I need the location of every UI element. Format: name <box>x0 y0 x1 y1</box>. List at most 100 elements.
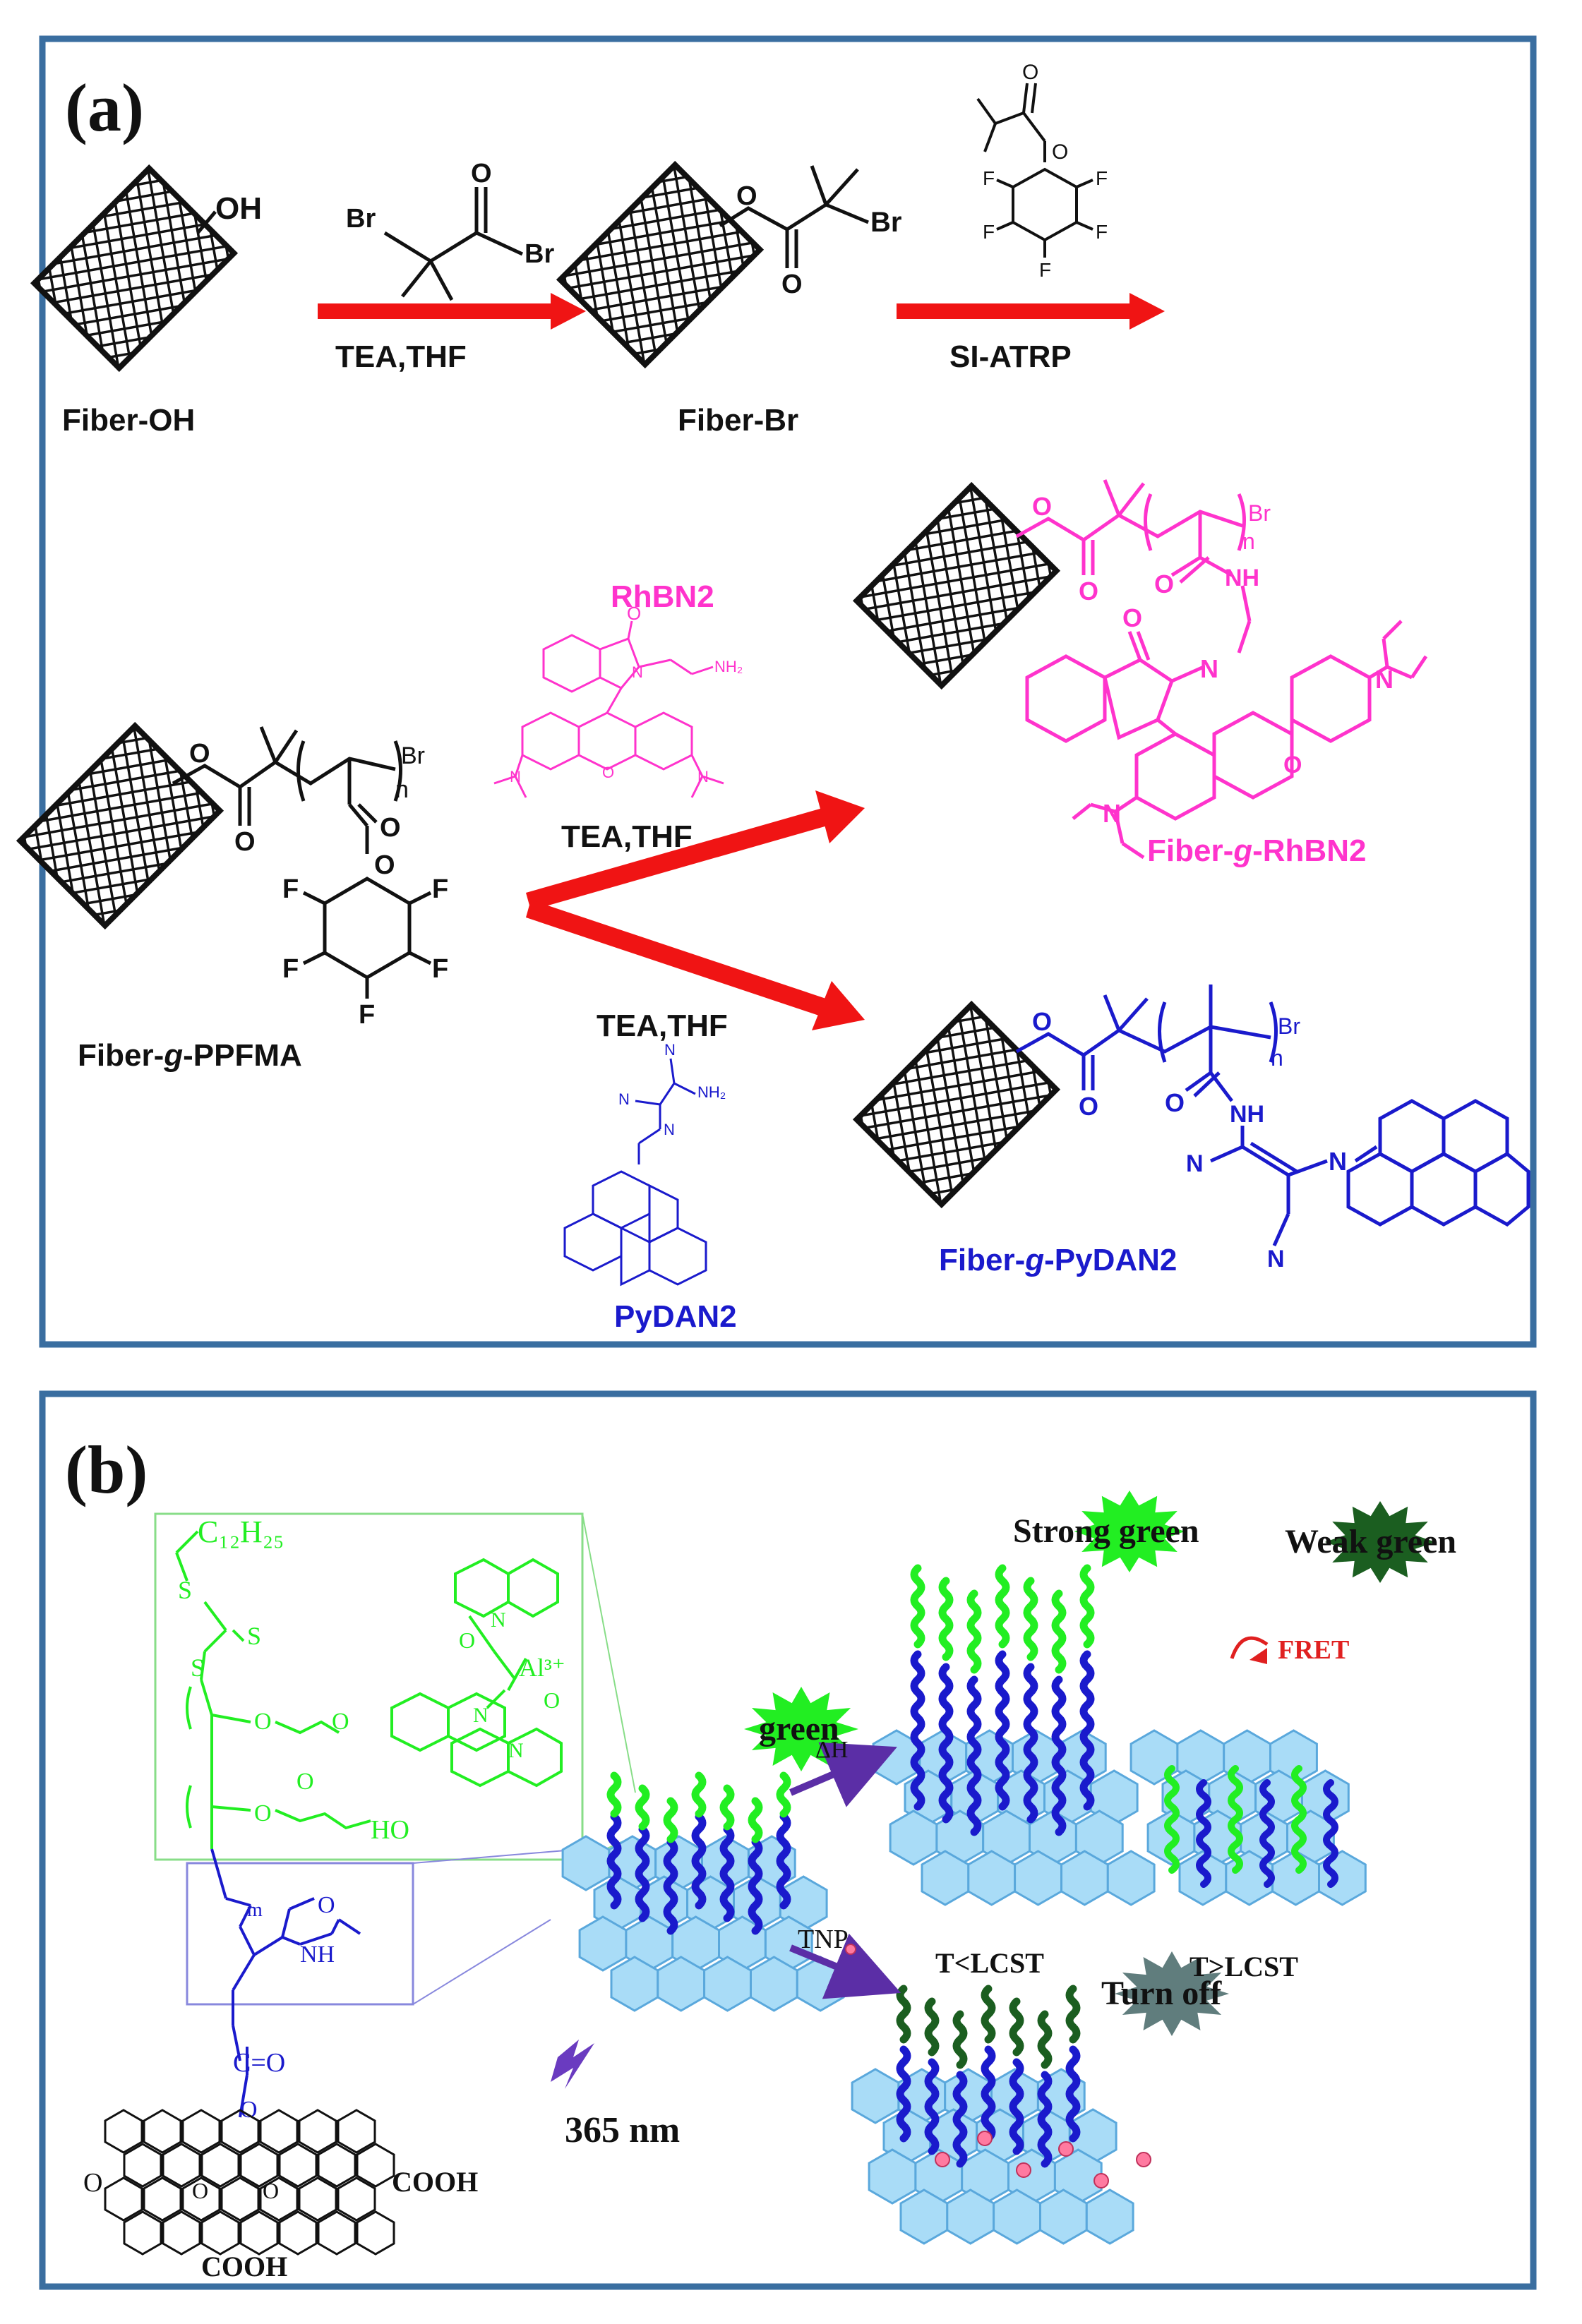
aromatic-ring <box>356 2143 395 2188</box>
fiber-oh-structure: OH Fiber-OH <box>30 164 262 438</box>
reaction-arrow-to-rhbn2 <box>526 790 865 910</box>
quinoline-n-1: N <box>491 1608 506 1632</box>
panel-a-frame <box>39 35 1537 1348</box>
aromatic-ring <box>143 2177 182 2222</box>
fiber-g-pydan2-structure: O O Br n O NH N N N Fiber-g-PyDAN2 <box>852 985 1530 1277</box>
monomer-ester-o: O <box>1052 140 1068 164</box>
polymer-chain-green <box>1051 1589 1067 1674</box>
strong-green-star-icon <box>1074 1491 1185 1572</box>
aromatic-ring <box>356 2210 395 2256</box>
fiber-mesh-icon <box>30 164 239 373</box>
quinoline-o-1: O <box>459 1627 475 1653</box>
polymer-chain-green <box>981 1985 996 2044</box>
tnp-label: TNP <box>798 1925 849 1954</box>
fiber-g-pydan2-name: Fiber-g-PyDAN2 <box>939 1243 1177 1277</box>
aromatic-ring <box>337 2177 376 2222</box>
panel-a-label: (a) <box>65 70 144 145</box>
monomer-f-2: F <box>983 167 995 189</box>
step1-conditions: TEA,THF <box>335 339 467 374</box>
polymer-chain-blue <box>635 1825 650 1922</box>
rhbn2-n-left: N <box>510 768 521 785</box>
polymer-chain-green <box>938 1577 954 1661</box>
hexagon-cell <box>1074 1810 1124 1866</box>
collapsed-chain <box>1228 1765 1243 1874</box>
polymer-chain-blue <box>1065 2045 1081 2143</box>
aromatic-ring <box>200 2143 240 2188</box>
ester-link-label: C=O <box>233 2048 285 2078</box>
aromatic-ring <box>298 2109 337 2154</box>
polymer-chain-green <box>663 1797 678 1843</box>
blue-polymer-box <box>186 1862 414 2006</box>
collapsed-chain <box>1164 1765 1180 1874</box>
quinoline-n-2: N <box>473 1704 489 1727</box>
go-epoxide-o-1: O <box>192 2178 208 2203</box>
ester-o-2: O <box>332 1709 349 1735</box>
central-hex-sheet <box>561 1835 845 2012</box>
aromatic-ring <box>104 2177 143 2222</box>
fiber-oh-name: Fiber-OH <box>62 403 195 438</box>
polymer-chain-green <box>635 1784 650 1831</box>
weak-green-star-icon <box>1324 1501 1436 1583</box>
polymer-chain-blue <box>896 2045 911 2143</box>
polymer-chain-blue <box>1009 2058 1024 2155</box>
quinoline-o-2: O <box>544 1687 560 1713</box>
pfpma-monomer-structure <box>976 83 1093 258</box>
ppfma-br: Br <box>401 742 425 769</box>
pydan2-nh2: NH₂ <box>697 1083 726 1101</box>
collapsed-chain <box>1259 1779 1275 1888</box>
pydan2-prod-n-cn1: N <box>1186 1150 1204 1177</box>
aromatic-ring <box>278 2143 318 2188</box>
bromide-reagent-structure <box>383 187 524 301</box>
tnp-arrow <box>789 1933 901 1999</box>
ppfma-carbonyl-o2: O <box>380 813 401 843</box>
ester-o-4: O <box>296 1769 314 1795</box>
rhbn2-prod-ester-o: O <box>1032 492 1052 521</box>
polymer-chain-blue <box>1023 1663 1038 1824</box>
rhbn2-prod-n: N <box>1200 654 1218 683</box>
aromatic-ring <box>143 2109 182 2154</box>
collapsed-chain <box>1196 1779 1211 1888</box>
ppfma-n: n <box>395 776 409 803</box>
quinoline-n-3: N <box>508 1739 524 1762</box>
aromatic-ring <box>239 2210 279 2256</box>
strong-green-label: Strong green <box>1013 1512 1199 1550</box>
aromatic-ring <box>104 2109 143 2154</box>
turn-off-label: Turn off <box>1101 1975 1222 2012</box>
green-star-icon <box>744 1687 858 1771</box>
polymer-chain-blue <box>995 1650 1010 1811</box>
thio-s-2: S <box>247 1622 261 1650</box>
ppfma-f-5: F <box>359 1000 375 1030</box>
polymer-chain-blue <box>952 2071 968 2168</box>
pydan2-prod-amide-o: O <box>1165 1088 1185 1117</box>
hydroxyl-label: HO <box>371 1815 409 1845</box>
tnp-molecule-icon <box>1016 2162 1031 2178</box>
aromatic-ring <box>337 2109 376 2154</box>
green-emission-label: green <box>759 1710 839 1747</box>
hexagon-sheets-layer <box>561 1729 1367 2245</box>
ppfma-f-2: F <box>282 874 299 904</box>
aromatic-ring <box>162 2210 201 2256</box>
polymer-chain-green <box>966 1589 982 1674</box>
aromatic-ring <box>181 2109 221 2154</box>
pydan2-prod-n-sub: n <box>1271 1045 1283 1071</box>
pnipam-nh: NH <box>300 1941 335 1968</box>
fret-arrowhead <box>1250 1648 1267 1664</box>
ester-o-1: O <box>254 1709 272 1735</box>
monomer-f-4: F <box>983 221 995 243</box>
polymer-chain-blue <box>924 2058 940 2155</box>
uv-wavelength-label: 365 nm <box>565 2110 680 2150</box>
pydan2-prod-ester-o: O <box>1032 1007 1052 1036</box>
rhbn2-prod-nh: NH <box>1225 565 1259 591</box>
pydan2-imine-n: N <box>664 1121 675 1138</box>
pydan2-conditions: TEA,THF <box>597 1009 728 1043</box>
fiber-br-oxygen: O <box>736 181 757 211</box>
polymer-chain-green <box>691 1771 707 1818</box>
thio-s-3: S <box>191 1654 205 1682</box>
hexagon-cell <box>1085 2188 1134 2245</box>
green-polymer-box <box>154 1512 584 1861</box>
rhbn2-label: RhBN2 <box>611 579 714 614</box>
polymer-chains-layer <box>606 1564 1338 2188</box>
polymer-chain-green <box>719 1784 735 1831</box>
c12h25-label: C₁₂H₂₅ <box>198 1515 284 1549</box>
ppfma-name: Fiber-g-PPFMA <box>78 1038 302 1073</box>
